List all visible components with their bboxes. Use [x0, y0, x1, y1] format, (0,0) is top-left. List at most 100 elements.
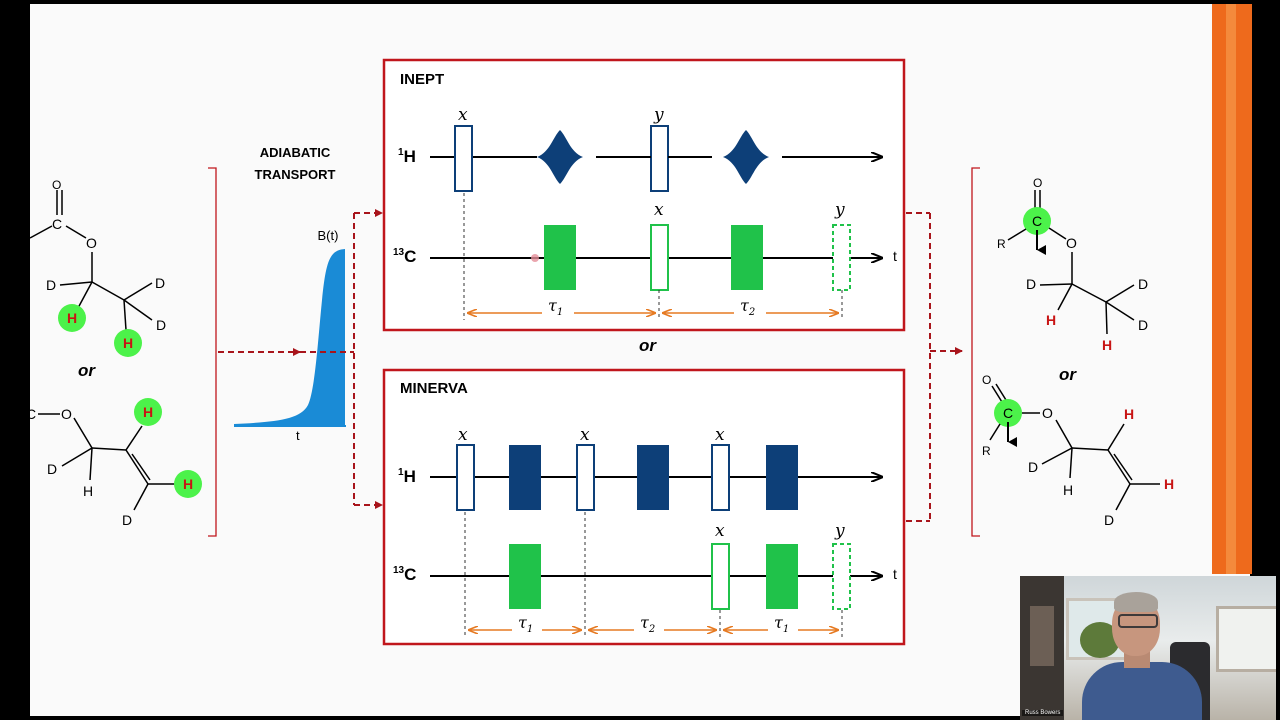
minerva-h-pulse-180 [637, 445, 669, 510]
hyperpolarized-h-marker [174, 470, 202, 498]
right-mol1-c: C [1032, 213, 1042, 229]
left-mol2-h-right: H [183, 476, 193, 492]
left-mol1-o-top: O [52, 178, 61, 192]
left-molecules: O C O D D D H H or C O D H H [26, 178, 202, 528]
minerva-tau-a: τ1 [518, 613, 533, 635]
right-mol2-o-top: O [982, 373, 991, 387]
presenter-body [1082, 662, 1202, 720]
minerva-h-phase-x: x [458, 425, 468, 445]
field-label: B(t) [318, 228, 339, 243]
minerva-h-pulse-180 [509, 445, 541, 510]
left-mol1-h2: H [123, 335, 133, 351]
inept-c-phase-x: x [654, 200, 664, 220]
inept-h-phase-y: y [653, 105, 664, 125]
transport-title-line2: TRANSPORT [255, 167, 336, 182]
inept-tau2: τ2 [740, 296, 755, 318]
left-mol1-o-ring: O [86, 235, 97, 251]
inept-frame [382, 58, 906, 332]
minerva-h-phase-x: x [715, 425, 725, 445]
hyperpolarized-h-marker [58, 304, 86, 332]
minerva-title: MINERVA [400, 380, 468, 397]
right-mol1-d3: D [1138, 317, 1148, 333]
right-molecules: O C R O D H D D H or O C R O D [982, 176, 1174, 528]
minerva-c-pulse-180 [509, 544, 541, 609]
left-mol2-h-top: H [143, 404, 153, 420]
inept-tau1: τ1 [548, 296, 563, 318]
cursor-dot [531, 254, 539, 262]
field-profile-curve [234, 249, 345, 426]
right-mol2-r: R [982, 444, 991, 458]
right-mol2-h-top: H [1124, 406, 1134, 422]
field-time-label: t [296, 428, 300, 443]
minerva-tau-b: τ2 [640, 613, 655, 635]
left-mol2-o: O [61, 406, 72, 422]
right-mol2-h-bottom: H [1063, 482, 1073, 498]
right-mol2-c: C [1003, 405, 1013, 421]
left-mol1-d1: D [46, 277, 56, 293]
left-mol2-d1: D [47, 461, 57, 477]
minerva-c-pulse-90x [711, 543, 730, 610]
minerva-t-label: t [893, 566, 897, 582]
transport-title-line1: ADIABATIC [260, 145, 331, 160]
minerva-h-pulse-90x [456, 444, 475, 511]
inept-h-pulse-90y [650, 125, 669, 192]
right-mol2-d1: D [1028, 459, 1038, 475]
hyperpolarized-h-marker [134, 398, 162, 426]
webcam-overlay: Russ Bowers [1020, 576, 1276, 720]
minerva-panel: MINERVA 1H x x x 13C x y t τ1 τ2 [382, 368, 906, 646]
inept-c-phase-y: y [834, 200, 845, 220]
right-or-label: or [1059, 365, 1077, 384]
minerva-c-phase-x: x [715, 521, 725, 541]
orange-strip-highlight [1226, 4, 1236, 574]
inept-h-shaped-pulse [723, 130, 769, 184]
left-mol1-d3: D [156, 317, 166, 333]
minerva-c-pulse-180 [766, 544, 798, 609]
between-or-label: or [639, 336, 657, 355]
right-mol2-d2: D [1104, 512, 1114, 528]
inept-c-channel-label: 13C [393, 247, 416, 266]
minerva-c-phase-y: y [834, 521, 845, 541]
inept-h-pulse-90x [454, 125, 473, 192]
inept-c-pulse-90x [650, 224, 669, 291]
webcam-name-tag: Russ Bowers [1022, 710, 1064, 716]
hyperpolarized-c-marker [994, 399, 1022, 427]
inept-c-pulse-90y [832, 224, 851, 291]
minerva-tau-c: τ1 [774, 613, 789, 635]
inept-h-phase-x: x [458, 105, 468, 125]
left-mol2-d2: D [122, 512, 132, 528]
inept-c-pulse-180 [731, 225, 763, 290]
right-mol1-d1: D [1026, 276, 1036, 292]
left-mol1-c: C [52, 216, 62, 232]
hyperpolarized-c-marker [1023, 207, 1051, 235]
inept-h-shaped-pulse [537, 130, 583, 184]
minerva-h-pulse-90x [711, 444, 730, 511]
left-or-label: or [78, 361, 96, 380]
left-mol1-h1: H [67, 310, 77, 326]
minerva-h-channel-label: 1H [398, 467, 416, 486]
minerva-h-pulse-90x [576, 444, 595, 511]
presenter-glasses [1118, 614, 1158, 628]
inept-h-channel-label: 1H [398, 147, 416, 166]
minerva-c-pulse-90y [832, 543, 851, 610]
right-mol2-h-right: H [1164, 476, 1174, 492]
left-mol1-d2: D [155, 275, 165, 291]
right-mol1-h1: H [1046, 312, 1056, 328]
inept-panel: INEPT 1H x y 13C x y t τ1 τ2 [382, 58, 906, 332]
right-mol1-r: R [997, 237, 1006, 251]
left-mol2-h-bottom: H [83, 483, 93, 499]
inept-t-label: t [893, 248, 897, 264]
right-mol1-o-ring: O [1066, 235, 1077, 251]
right-mol1-d2: D [1138, 276, 1148, 292]
right-mol1-o-top: O [1033, 176, 1042, 190]
left-mol2-c: C [26, 406, 36, 422]
minerva-c-channel-label: 13C [393, 565, 416, 584]
inept-c-pulse-180 [544, 225, 576, 290]
webcam-window [1216, 606, 1276, 672]
right-mol2-o: O [1042, 405, 1053, 421]
left-bracket [208, 167, 217, 537]
minerva-h-pulse-180 [766, 445, 798, 510]
right-mol1-h2: H [1102, 337, 1112, 353]
hyperpolarized-h-marker [114, 329, 142, 357]
